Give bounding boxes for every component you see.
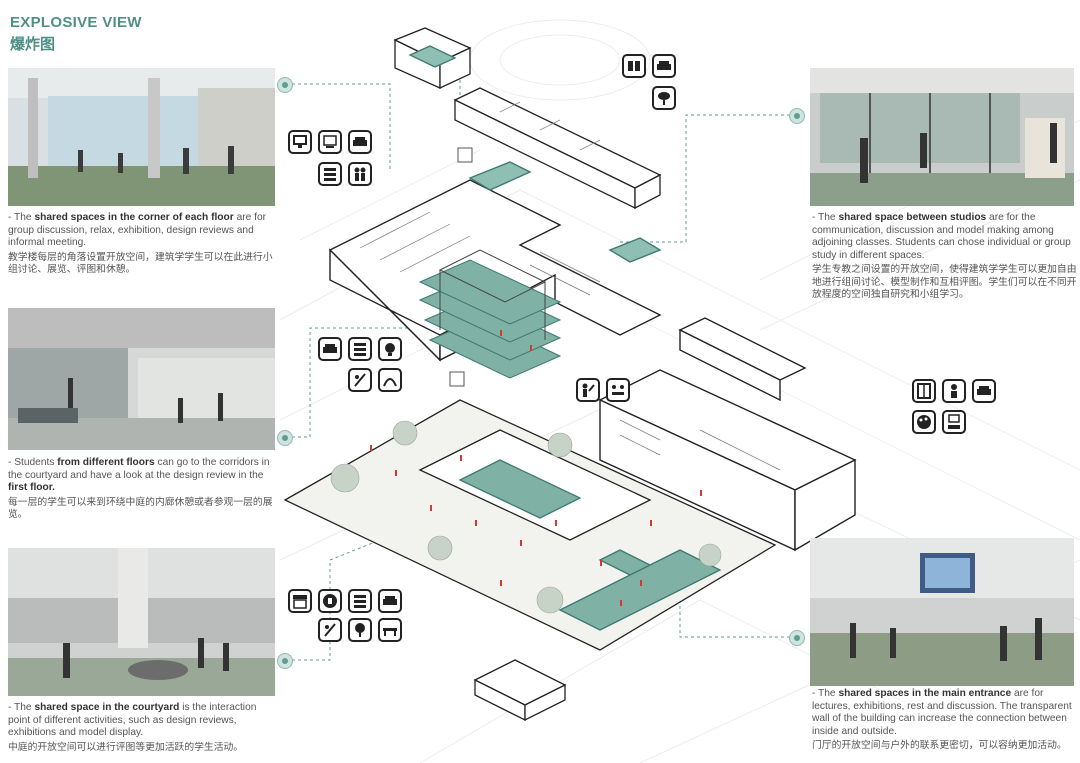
- page-subtitle: 爆炸图: [10, 36, 56, 53]
- draw-icon: [348, 368, 372, 392]
- atrium-frame: [438, 249, 547, 340]
- landscape-trees: [330, 420, 722, 614]
- shelf-icon: [318, 162, 342, 186]
- right-tower-block: [598, 317, 857, 552]
- leader-lines: [292, 80, 796, 661]
- sofa-icon: [972, 379, 996, 403]
- sofa-icon: [318, 337, 342, 361]
- caption-courtyard: - The shared space in the courtyard is t…: [8, 702, 257, 753]
- meeting-icon: [378, 368, 402, 392]
- photo-different-floors: [8, 308, 275, 450]
- coffee-icon: [318, 589, 342, 613]
- people-icon: [348, 162, 372, 186]
- marker-between-studios: [789, 108, 805, 124]
- board-icon: [318, 130, 342, 154]
- present-icon: [576, 378, 600, 402]
- caption-corner-space: - The shared spaces in the corner of eac…: [8, 212, 273, 275]
- photo-between-studios: [810, 68, 1074, 206]
- draw-icon: [318, 618, 342, 642]
- book-icon: [622, 54, 646, 78]
- sofa-icon: [348, 130, 372, 154]
- marker-main-entrance: [789, 630, 805, 646]
- caption-different-floors: - Students from different floors can go …: [8, 457, 273, 520]
- computer-icon: [288, 130, 312, 154]
- shelf-icon: [348, 337, 372, 361]
- marker-courtyard: [277, 653, 293, 669]
- idea-icon: [378, 337, 402, 361]
- caption-between-studios: - The shared space between studios are f…: [812, 212, 1077, 300]
- photo-main-entrance: [810, 538, 1074, 686]
- page-title: EXPLOSIVE VIEW: [10, 14, 142, 31]
- marker-different-floors: [277, 430, 293, 446]
- people-markers: [370, 330, 702, 606]
- person-icon: [942, 379, 966, 403]
- tree-icon: [348, 618, 372, 642]
- lecture-icon: [942, 410, 966, 434]
- bench-icon: [378, 618, 402, 642]
- elevator-cubes: [449, 147, 473, 387]
- sofa-icon: [652, 54, 676, 78]
- upper-floor-block: [453, 87, 662, 210]
- photo-courtyard: [8, 548, 275, 696]
- ground-floor-plate: [283, 399, 777, 651]
- locker-icon: [912, 379, 936, 403]
- shop-icon: [288, 589, 312, 613]
- shelf-icon: [348, 589, 372, 613]
- caption-main-entrance: - The shared spaces in the main entrance…: [812, 688, 1072, 751]
- photo-corner-space: [8, 68, 275, 206]
- atrium-slabs: [418, 259, 562, 379]
- chair-icon: [652, 86, 676, 110]
- marker-corner-space: [277, 77, 293, 93]
- entrance-block: [473, 659, 567, 722]
- top-block: [393, 27, 472, 90]
- sofa-icon: [378, 589, 402, 613]
- palette-icon: [912, 410, 936, 434]
- discussion-icon: [606, 378, 630, 402]
